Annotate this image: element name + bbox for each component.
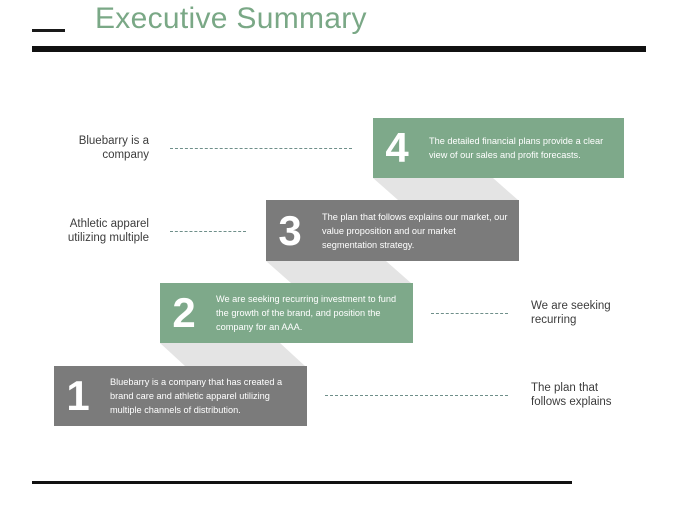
step-number: 4 <box>385 124 409 171</box>
right-mid-label: We are seeking recurring <box>531 300 611 326</box>
step-number: 1 <box>66 372 90 419</box>
step-number: 3 <box>278 206 302 254</box>
step-text: The detailed financial plans provide a c… <box>429 136 604 160</box>
right-bottom-connector <box>325 395 508 396</box>
step-text: The plan that follows explains our marke… <box>322 211 508 250</box>
step-number: 2 <box>172 289 196 336</box>
left-top-label: Bluebarry is a company <box>78 135 149 161</box>
step-text: Bluebarry is a company that has created … <box>110 377 283 415</box>
left-mid-connector <box>170 231 246 232</box>
shadow-step-4 <box>373 178 518 200</box>
top-rule <box>32 46 646 52</box>
step-3-box: 3 The plan that follows explains our mar… <box>266 200 519 261</box>
right-bottom-label: The plan that follows explains <box>531 382 612 408</box>
step-1-box: 1 Bluebarry is a company that has create… <box>54 366 307 426</box>
left-mid-label: Athletic apparel utilizing multiple <box>67 218 149 244</box>
title-dash <box>32 29 65 32</box>
page-title: Executive Summary <box>95 2 367 35</box>
bottom-rule <box>32 481 572 484</box>
shadow-step-2 <box>160 343 305 366</box>
right-mid-connector <box>431 313 508 314</box>
step-text: We are seeking recurring investment to f… <box>216 294 397 332</box>
shadow-step-3 <box>266 261 411 283</box>
step-2-box: 2 We are seeking recurring investment to… <box>160 283 413 343</box>
step-4-box: 4 The detailed financial plans provide a… <box>373 118 624 178</box>
left-top-connector <box>170 148 352 149</box>
